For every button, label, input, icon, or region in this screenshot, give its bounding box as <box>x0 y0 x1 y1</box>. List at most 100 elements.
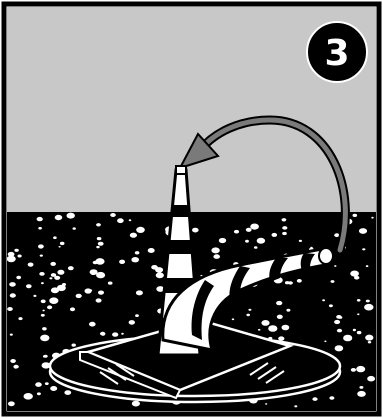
speckle <box>38 227 42 230</box>
speckle <box>276 301 282 305</box>
speckle <box>261 320 269 326</box>
speckle <box>50 262 56 266</box>
speckle <box>68 266 74 270</box>
speckle <box>112 332 118 336</box>
speckle <box>50 386 57 391</box>
speckle <box>268 325 277 332</box>
speckle <box>129 219 132 221</box>
speckle <box>254 246 258 249</box>
speckle <box>234 230 239 234</box>
speckle <box>18 255 22 258</box>
speckle <box>211 247 219 253</box>
speckle <box>350 271 359 277</box>
step-number-badge: 3 <box>307 22 367 82</box>
speckle <box>245 240 249 243</box>
speckle <box>334 265 336 267</box>
speckle <box>356 366 365 372</box>
speckle <box>232 318 235 320</box>
speckle <box>73 227 76 229</box>
speckle <box>277 315 283 319</box>
speckle <box>248 309 251 311</box>
speckle <box>359 386 363 389</box>
speckle <box>98 242 104 246</box>
speckle <box>37 217 43 221</box>
speckle <box>131 257 139 262</box>
speckle <box>35 382 42 387</box>
speckle <box>299 240 302 242</box>
speckle <box>40 255 43 257</box>
speckle <box>151 265 158 270</box>
speckle <box>102 333 105 335</box>
speckle <box>286 309 290 312</box>
speckle <box>41 314 45 317</box>
speckle <box>337 329 342 333</box>
speckle <box>353 214 358 217</box>
speckle <box>367 376 375 382</box>
speckle <box>132 401 140 407</box>
speckle <box>62 283 66 286</box>
speckle <box>213 254 220 259</box>
speckle <box>129 320 135 325</box>
speckle <box>24 393 33 400</box>
speckle <box>57 270 64 275</box>
speckle <box>366 265 369 267</box>
speckle <box>64 390 71 395</box>
speckle <box>10 293 16 297</box>
speckle <box>98 291 104 295</box>
speckle <box>49 297 58 304</box>
speckle <box>219 238 226 243</box>
speckle <box>47 305 52 309</box>
speckle <box>110 213 116 217</box>
speckle <box>338 316 342 319</box>
speckle <box>353 329 356 331</box>
speckle <box>335 345 344 351</box>
speckle <box>334 320 340 324</box>
speckle <box>93 261 98 265</box>
speckle <box>192 228 199 233</box>
speckle <box>60 242 65 245</box>
speckle <box>8 401 15 406</box>
speckle <box>14 367 16 369</box>
speckle <box>371 217 373 219</box>
speckle <box>70 307 75 311</box>
speckle <box>351 368 356 372</box>
speckle <box>250 224 259 230</box>
speckle <box>272 233 278 237</box>
speckle <box>357 331 362 334</box>
speckle <box>148 248 155 253</box>
speckle <box>278 336 284 340</box>
speckle <box>49 277 52 279</box>
speckle <box>119 260 125 264</box>
speckle <box>45 382 49 385</box>
speckle <box>55 215 63 220</box>
step-number: 3 <box>324 33 349 74</box>
speckle <box>89 322 96 327</box>
speckle <box>334 233 339 237</box>
speckle <box>67 213 75 219</box>
speckle <box>37 392 41 395</box>
speckle <box>18 317 22 320</box>
speckle <box>357 313 359 315</box>
speckle <box>96 272 105 278</box>
speckle <box>40 335 49 342</box>
speckle <box>324 341 326 343</box>
speckle <box>28 263 34 267</box>
speckle <box>96 246 99 248</box>
speckle <box>282 325 290 331</box>
speckle <box>41 300 46 304</box>
speckle <box>364 304 373 311</box>
speckle <box>59 246 61 248</box>
speckle <box>130 233 137 238</box>
speckle <box>41 282 44 284</box>
speckle <box>53 236 57 239</box>
speckle <box>7 256 16 263</box>
speckle <box>7 307 13 311</box>
speckle <box>16 276 21 279</box>
speckle <box>365 335 373 341</box>
speckle <box>282 232 287 235</box>
speckle <box>90 289 92 291</box>
speckle <box>258 329 261 331</box>
speckle <box>38 244 44 248</box>
speckle <box>121 333 124 335</box>
